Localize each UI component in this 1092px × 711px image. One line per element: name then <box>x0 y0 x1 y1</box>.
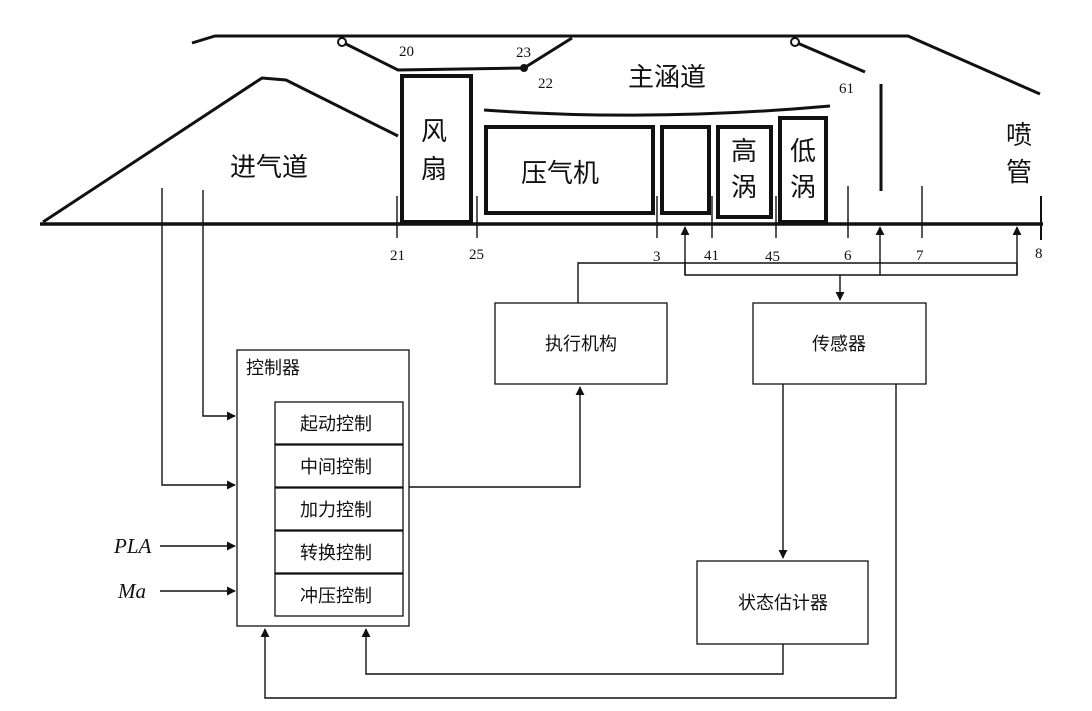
controller-to-actuator <box>409 386 585 488</box>
state-estimator-label: 状态估计器 <box>738 593 828 614</box>
lp-turbine-box <box>778 116 828 224</box>
sensor-box <box>752 302 927 385</box>
sensor-label: 传感器 <box>812 334 866 355</box>
station-22: 22 <box>538 76 553 92</box>
station-61: 61 <box>839 81 854 97</box>
mode-intermediate: 中间控制 <box>300 457 372 478</box>
station-3: 3 <box>653 249 661 265</box>
engine-components <box>400 74 828 224</box>
station-23: 23 <box>516 45 531 61</box>
inlet-to-controller-b <box>161 188 236 490</box>
actuator-box <box>494 302 668 385</box>
engine-outline <box>40 34 1043 240</box>
station-21: 21 <box>390 248 405 264</box>
inlet-cone <box>42 76 399 224</box>
pla-label: PLA <box>113 534 152 558</box>
hp-turbine-box <box>716 125 773 219</box>
fan-label-2: 扇 <box>421 155 447 185</box>
outer-casing <box>191 34 1041 96</box>
inlet-to-controller-a <box>202 190 236 421</box>
ma-label: Ma <box>117 579 146 603</box>
nozzle-label-2: 管 <box>1006 158 1032 188</box>
estimator-to-controller <box>361 628 784 675</box>
station-25: 25 <box>469 247 484 263</box>
station-45: 45 <box>765 249 780 265</box>
bypass-splitter <box>341 36 573 72</box>
station-20: 20 <box>399 44 414 60</box>
core-casing <box>483 104 831 117</box>
mode-start: 起动控制 <box>300 414 372 435</box>
lp-turbine-label-1: 低 <box>790 137 816 167</box>
inlet-label: 进气道 <box>230 153 308 183</box>
bypass-duct-label: 主涵道 <box>628 63 706 93</box>
sensor-to-controller <box>260 384 897 699</box>
lp-turbine-label-2: 涡 <box>790 173 816 203</box>
valve-20-marker <box>337 37 347 47</box>
station-7: 7 <box>916 248 924 264</box>
mode-afterburner: 加力控制 <box>300 500 372 521</box>
connectors <box>160 188 1022 699</box>
hp-turbine-label-1: 高 <box>731 137 757 167</box>
controller-title: 控制器 <box>246 358 300 379</box>
station-23-marker <box>520 64 528 72</box>
station-41: 41 <box>704 248 719 264</box>
valve-61-marker <box>790 37 800 47</box>
combustor-box <box>660 125 711 215</box>
compressor-box <box>484 125 655 215</box>
controller-modes <box>274 401 404 617</box>
mode-ramjet: 冲压控制 <box>300 586 372 607</box>
fan-label-1: 风 <box>421 117 447 147</box>
state-estimator-box <box>696 560 869 645</box>
hp-turbine-label-2: 涡 <box>731 173 757 203</box>
mode-transition: 转换控制 <box>300 543 372 564</box>
fan-box <box>400 74 473 224</box>
actuator-bus <box>577 262 1017 303</box>
nozzle-label-1: 喷 <box>1006 121 1032 151</box>
station-8: 8 <box>1035 246 1043 262</box>
sensor-bus <box>684 263 1018 276</box>
rear-splitter <box>794 40 866 74</box>
compressor-label: 压气机 <box>521 159 599 189</box>
station-ticks <box>396 186 923 238</box>
station-6: 6 <box>844 248 852 264</box>
actuator-label: 执行机构 <box>545 334 617 355</box>
